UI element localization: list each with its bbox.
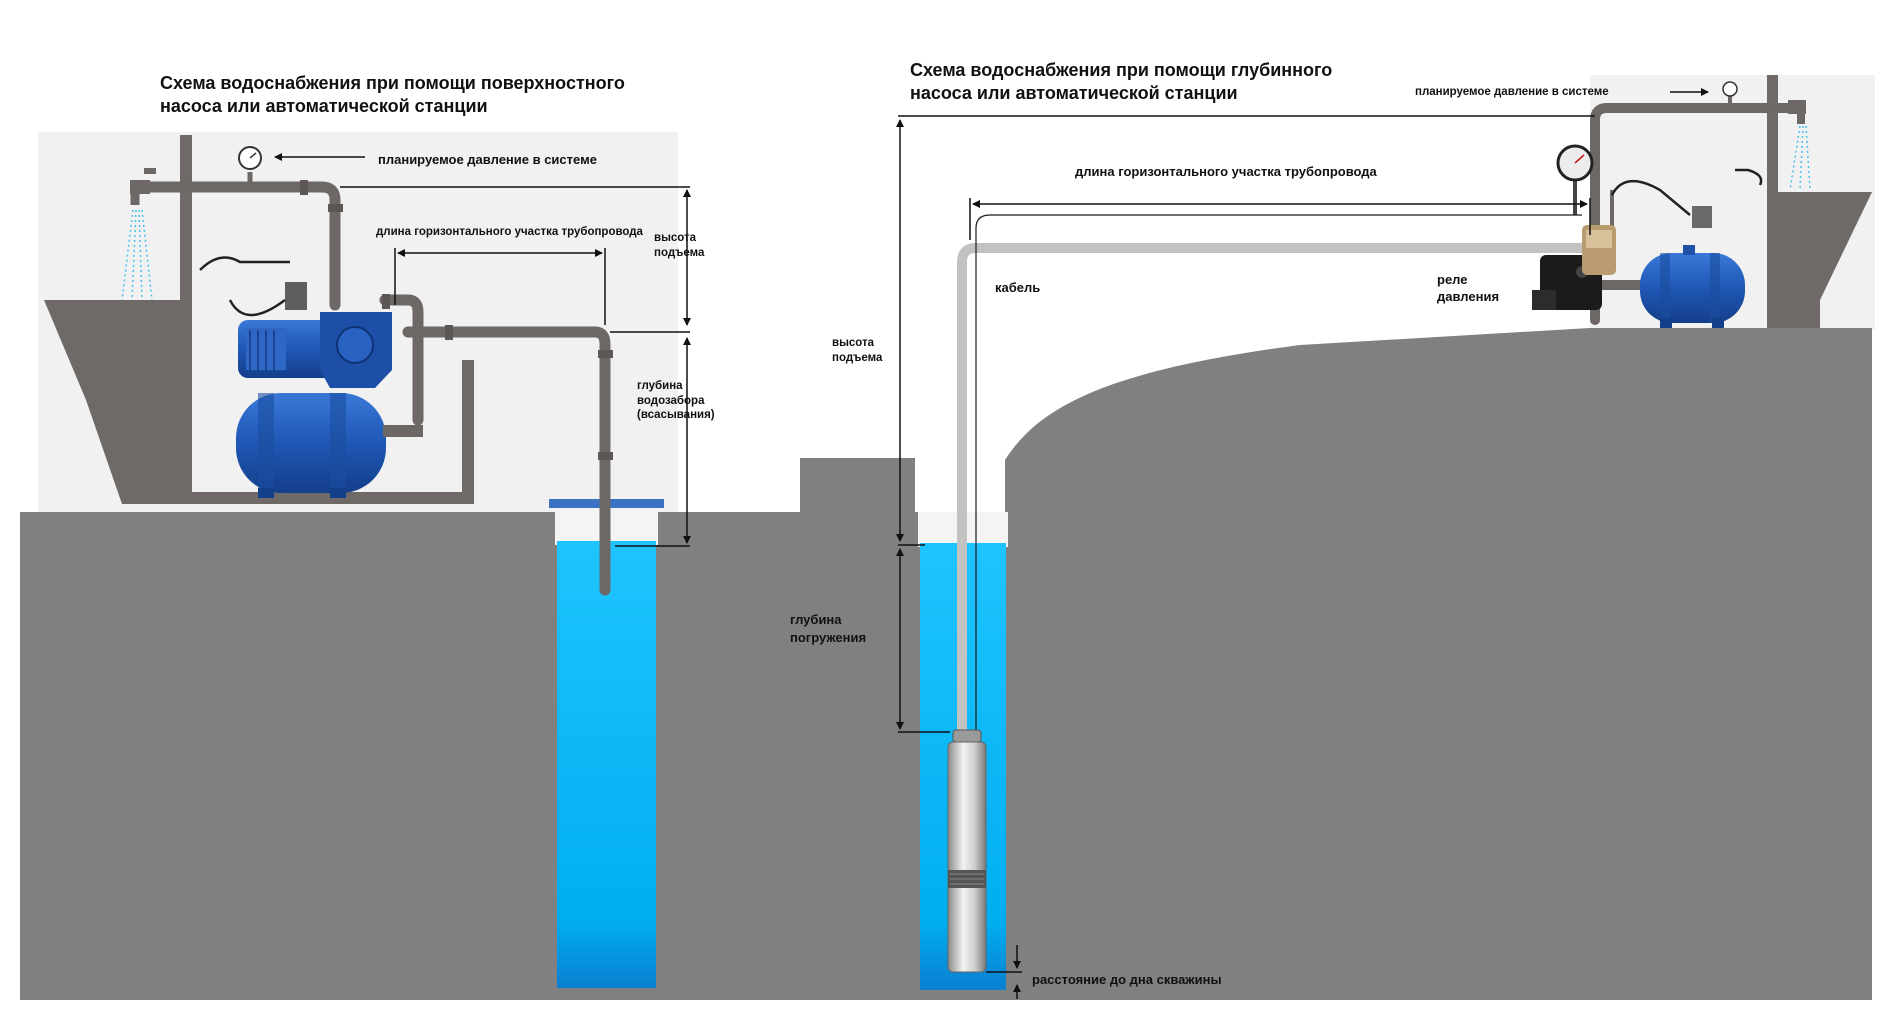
left-horizontal-label: длина горизонтального участка трубопрово… xyxy=(376,226,644,238)
immersion-label-1: глубина xyxy=(790,612,842,627)
immersion-label-2: погружения xyxy=(790,630,866,645)
dimension-lines xyxy=(274,88,1709,999)
right-title-line1: Схема водоснабжения при помощи глубинног… xyxy=(910,60,1332,80)
pressure-gauge-icon xyxy=(1556,144,1594,215)
right-house-walls xyxy=(1767,75,1872,328)
left-well-water xyxy=(557,541,656,988)
hydro-accumulator-icon xyxy=(1640,245,1745,328)
left-house-walls xyxy=(44,135,474,504)
submersible-pump-icon xyxy=(947,729,987,973)
right-title-line2: насоса или автоматической станции xyxy=(910,83,1238,103)
left-piping xyxy=(134,181,611,596)
right-lift-label-1: высота xyxy=(832,337,875,349)
right-lift-label-2: подъема xyxy=(832,352,883,364)
relay-label-2: давления xyxy=(1437,289,1499,304)
right-horizontal-label: длина горизонтального участка трубопрово… xyxy=(1075,164,1378,179)
right-pressure-label: планируемое давление в системе xyxy=(1415,86,1609,98)
water-spray-icon xyxy=(1789,125,1811,191)
pressure-relay-icon xyxy=(1532,225,1616,310)
bottom-distance-label: расстояние до дна скважины xyxy=(1032,972,1222,987)
left-intake-label-3: (всасывания) xyxy=(637,409,715,421)
water-spray-icon xyxy=(121,209,153,301)
pressure-gauge-icon xyxy=(238,146,262,187)
left-lift-label-1: высота xyxy=(654,232,697,244)
right-switch-box xyxy=(1692,206,1712,228)
faucet-icon xyxy=(130,168,156,205)
relay-label-1: реле xyxy=(1437,272,1468,287)
left-pressure-label: планируемое давление в системе xyxy=(378,152,597,167)
left-lift-label-2: подъема xyxy=(654,247,705,259)
left-title-line2: насоса или автоматической станции xyxy=(160,96,488,116)
pump-station-icon xyxy=(199,256,423,498)
left-pipe-fittings xyxy=(300,180,613,460)
cable-label: кабель xyxy=(995,280,1040,295)
left-title-line1: Схема водоснабжения при помощи поверхнос… xyxy=(160,73,625,93)
right-relay-cable xyxy=(1610,168,1763,216)
faucet-icon xyxy=(1788,100,1806,124)
riser-pipe-outline xyxy=(975,214,1582,730)
left-intake-label-1: глубина xyxy=(637,380,683,392)
left-intake-label-2: водозабора xyxy=(637,395,705,407)
pressure-gauge-icon xyxy=(1722,81,1738,97)
